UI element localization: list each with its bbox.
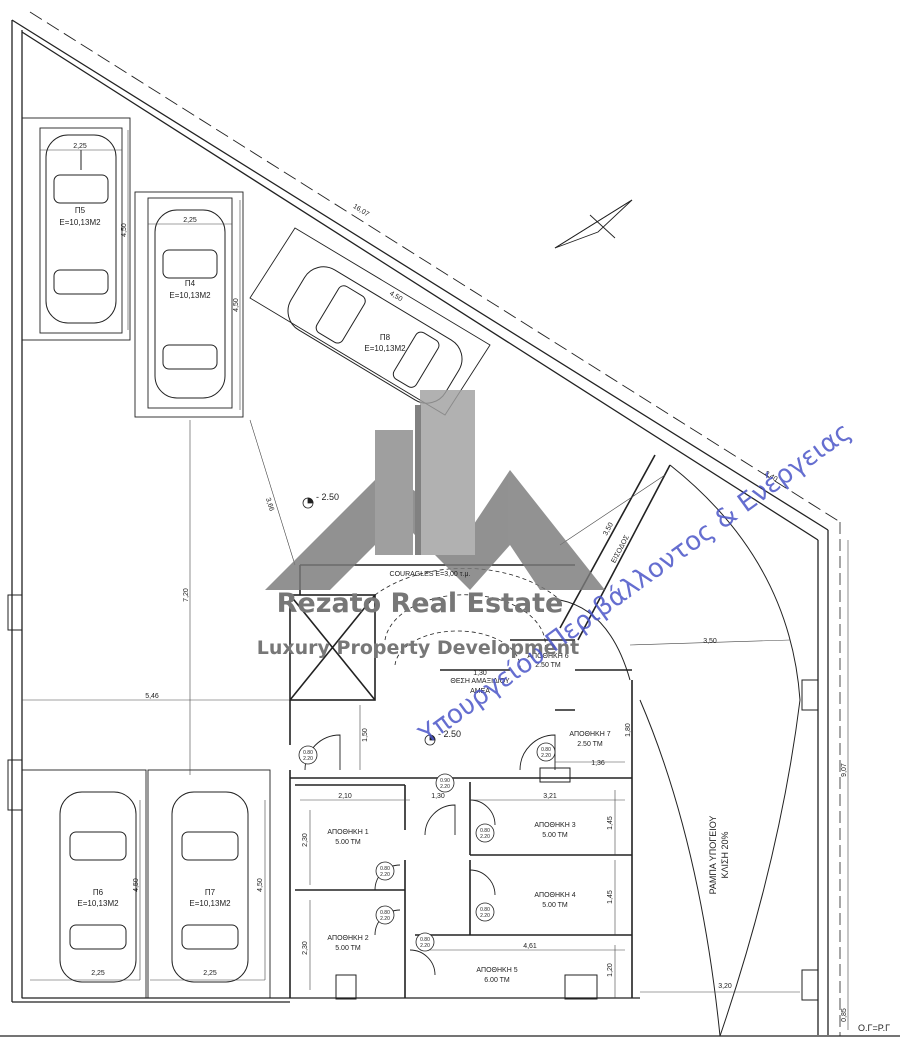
storage-6-name: ΑΠΟΘΗΚΗ 6 [527,653,568,660]
ramp-label-1: ΡΑΜΠΑ ΥΠΟΓΕΙΟΥ [708,816,718,895]
svg-text:3,66: 3,66 [264,497,275,512]
svg-text:2.20: 2.20 [380,916,390,922]
ramp-label-2: ΚΛΙΣΗ 20% [720,831,730,878]
svg-text:2.20: 2.20 [541,753,551,759]
disabled-spot-label-1: ΘΕΣΗ ΑΜΑΞΙΔΙΟΥ [450,678,510,685]
dimension-lines [22,130,849,1030]
svg-text:2,10: 2,10 [338,793,352,800]
svg-text:4,50: 4,50 [257,878,264,892]
watermark-subtitle: Luxury Property Development [257,637,579,659]
svg-text:0.80: 0.80 [480,907,490,913]
disabled-spot-label-2: ΑΜΕΑ [470,688,490,695]
parking-p6-id: Π6 [93,888,104,897]
svg-text:2,30: 2,30 [302,941,309,955]
storage-labels: ΑΠΟΘΗΚΗ 1 5.00 ΤΜ ΑΠΟΘΗΚΗ 2 5.00 ΤΜ ΑΠΟΘ… [327,653,610,984]
svg-text:1,45: 1,45 [607,816,614,830]
svg-text:2.20: 2.20 [480,913,490,919]
svg-text:4,61: 4,61 [523,943,537,950]
parking-p4-id: Π4 [185,279,196,288]
svg-text:0.80: 0.80 [380,910,390,916]
storage-4-area: 5.00 ΤΜ [542,902,568,909]
svg-text:1,36: 1,36 [591,760,605,767]
svg-text:4,50: 4,50 [233,298,240,312]
storage-5-area: 6.00 ΤΜ [484,977,510,984]
parking-labels: Π5 Ε=10,13Μ2 Π4 Ε=10,13Μ2 Π8 Ε=10,13Μ2 Π… [59,206,406,908]
svg-text:9,07: 9,07 [841,763,848,777]
svg-text:2.20: 2.20 [380,872,390,878]
svg-text:2,25: 2,25 [183,217,197,224]
storage-2-area: 5.00 ΤΜ [335,945,361,952]
storage-6-area: 2.50 ΤΜ [535,662,561,669]
svg-text:3,50: 3,50 [703,638,717,645]
courtyard-label: COURAGLES E=3,00 τ.μ. [390,571,471,578]
svg-text:0,85: 0,85 [841,1008,848,1022]
svg-text:2.20: 2.20 [440,784,450,790]
car-outlines [45,134,463,983]
svg-text:3,20: 3,20 [718,983,732,990]
door-tag-labels: 0.80 2.20 0.80 2.20 0.90 2.20 0.80 2.20 … [303,747,551,949]
svg-text:0.90: 0.90 [440,778,450,784]
watermark-title: Rezato Real Estate [277,588,564,619]
storage-2-name: ΑΠΟΘΗΚΗ 2 [327,935,368,942]
svg-text:0.80: 0.80 [420,937,430,943]
level-marker-icons [302,497,436,746]
storage-1-name: ΑΠΟΘΗΚΗ 1 [327,829,368,836]
wall-blocks [7,594,819,1001]
door-tag-circles [298,742,556,952]
parking-p5-id: Π5 [75,206,86,215]
dimension-labels: 16,07 2,25 2,25 4,50 4,50 4,50 7,20 5,46… [73,143,848,1022]
svg-text:2.20: 2.20 [303,756,313,762]
parking-p8-id: Π8 [380,333,391,342]
storage-7-area: 2.50 ΤΜ [577,741,603,748]
svg-text:0.80: 0.80 [541,747,551,753]
svg-text:1,30: 1,30 [473,670,487,677]
level-marker-2: - 2.50 [438,729,461,739]
svg-text:3,21: 3,21 [543,793,557,800]
og-label: Ο.Γ=Ρ.Γ [858,1023,890,1033]
svg-text:4,50: 4,50 [133,878,140,892]
car-p6 [59,791,137,983]
svg-text:1,80: 1,80 [625,723,632,737]
svg-text:7,20: 7,20 [183,588,190,602]
ramp-curves [559,464,801,1037]
car-p5 [45,134,117,324]
watermark-logo [265,390,605,590]
parking-p7-id: Π7 [205,888,216,897]
north-arrow-icon [554,199,633,249]
parking-p7-area: Ε=10,13Μ2 [189,899,231,908]
parking-p6-area: Ε=10,13Μ2 [77,899,119,908]
svg-text:1,30: 1,30 [431,793,445,800]
storage-5-name: ΑΠΟΘΗΚΗ 5 [476,967,517,974]
parking-p5-area: Ε=10,13Μ2 [59,218,101,227]
storage-7-name: ΑΠΟΘΗΚΗ 7 [569,731,610,738]
svg-text:0.80: 0.80 [303,750,313,756]
svg-text:2,25: 2,25 [91,970,105,977]
storage-3-area: 5.00 ΤΜ [542,832,568,839]
svg-text:0.80: 0.80 [380,866,390,872]
level-marker-1: - 2.50 [316,492,339,502]
svg-text:0.80: 0.80 [480,828,490,834]
car-p4 [154,209,226,399]
svg-text:2,30: 2,30 [302,833,309,847]
svg-text:2,25: 2,25 [73,143,87,150]
car-p8 [287,266,463,404]
svg-text:1,50: 1,50 [362,728,369,742]
storage-3-name: ΑΠΟΘΗΚΗ 3 [534,822,575,829]
watermark-diagonal: Υπουργείου Περιβάλλοντος & Ενέργειας [413,417,857,751]
parking-p4-area: Ε=10,13Μ2 [169,291,211,300]
svg-text:2.20: 2.20 [420,943,430,949]
parking-p8-area: Ε=10,13Μ2 [364,344,406,353]
svg-text:1,45: 1,45 [607,890,614,904]
storage-1-area: 5.00 ΤΜ [335,839,361,846]
svg-text:3,50: 3,50 [602,522,615,537]
svg-text:1,20: 1,20 [607,963,614,977]
car-p7 [171,791,249,983]
svg-text:2,25: 2,25 [203,970,217,977]
storage-4-name: ΑΠΟΘΗΚΗ 4 [534,892,575,899]
svg-text:2.20: 2.20 [480,834,490,840]
svg-text:4,50: 4,50 [121,223,128,237]
svg-text:5,46: 5,46 [145,693,159,700]
parking-bays [21,117,491,999]
